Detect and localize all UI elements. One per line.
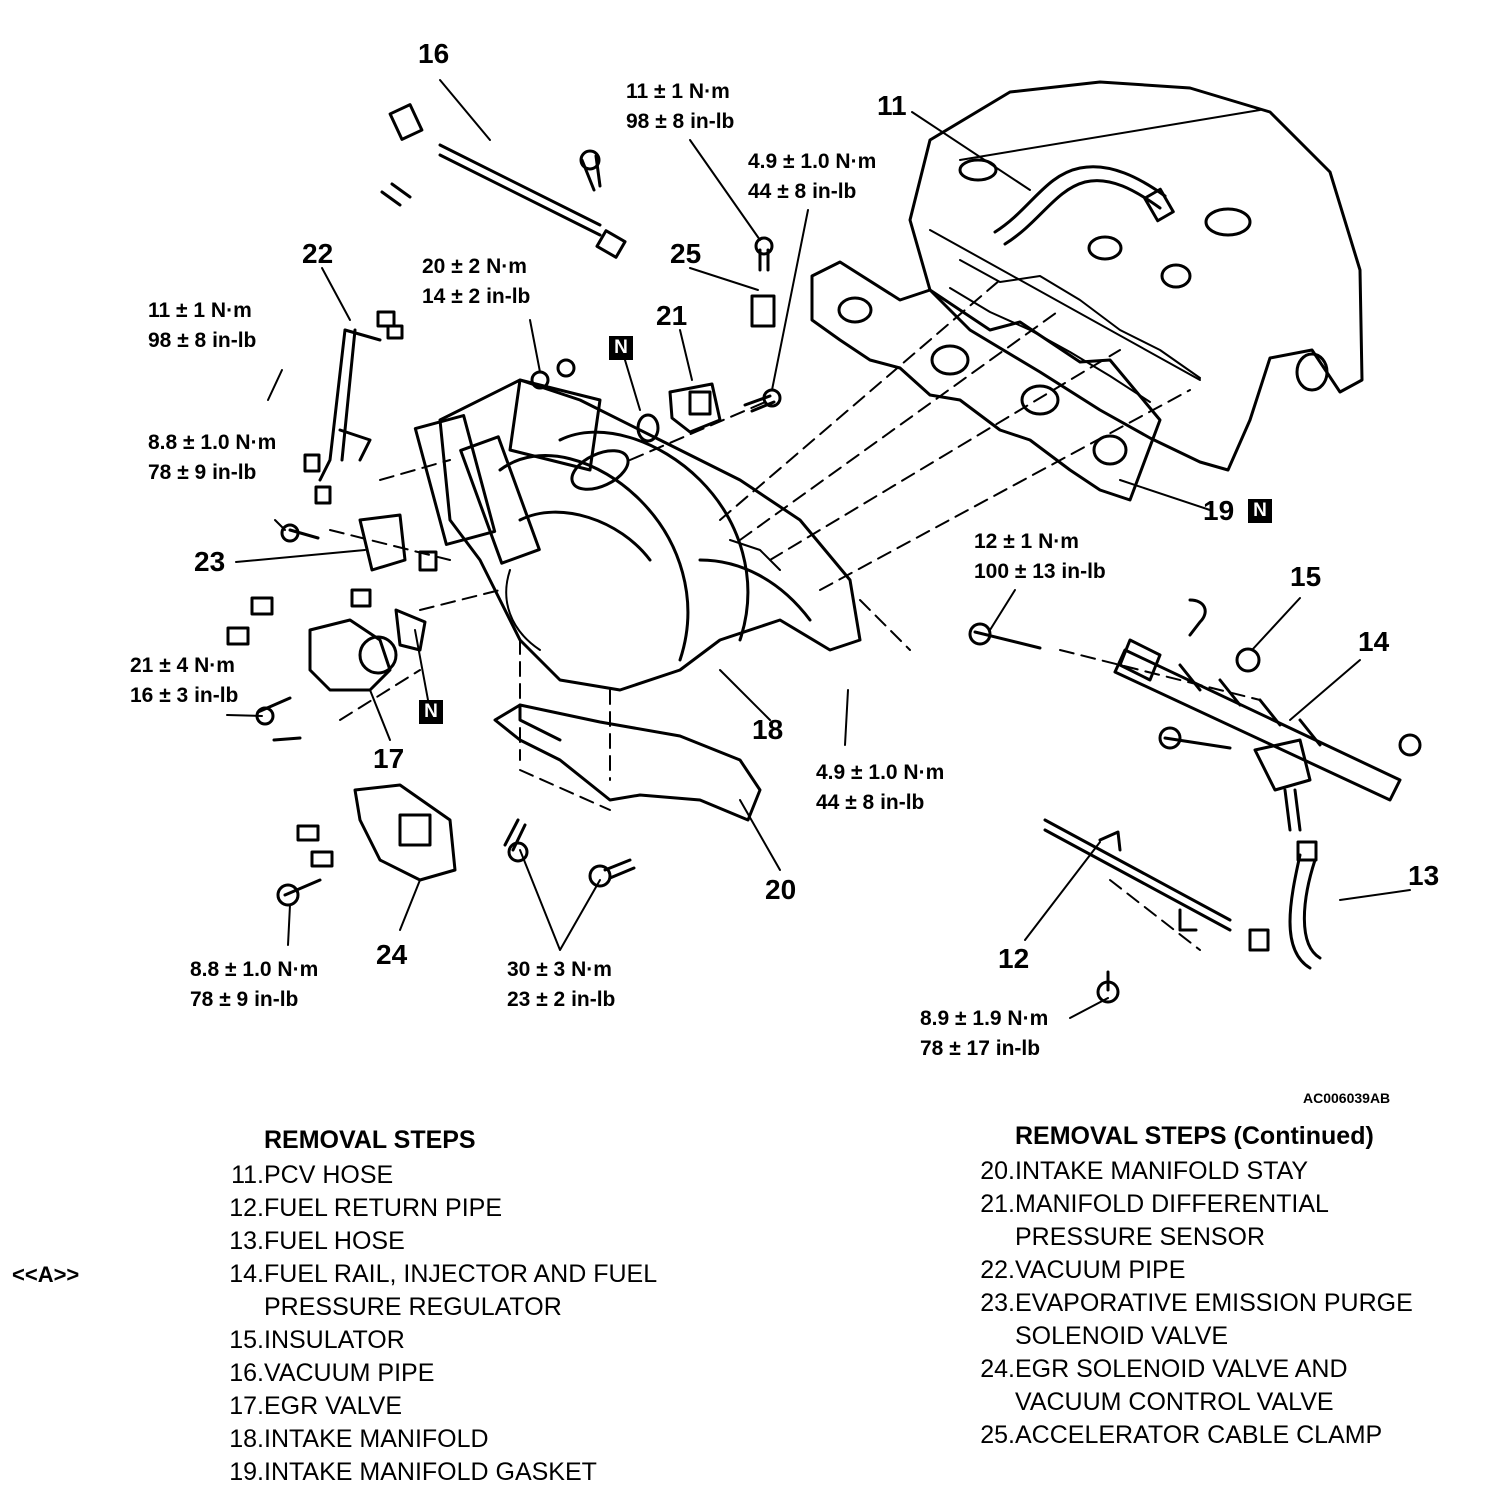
removal-steps-list: REMOVAL STEPS 11. PCV HOSE 12. FUEL RETU… — [216, 1124, 657, 1489]
removal-steps-continued-list: REMOVAL STEPS (Continued) 20. INTAKE MAN… — [967, 1120, 1413, 1452]
callout-20: 20 — [765, 874, 797, 905]
removal-steps-continued-heading: REMOVAL STEPS (Continued) — [1015, 1122, 1374, 1150]
throttle-body-drawing — [413, 358, 660, 546]
list-item: 16. VACUUM PIPE — [229, 1359, 435, 1387]
alignment-lines — [329, 279, 1261, 951]
fuel-rail-drawing — [968, 598, 1422, 832]
figure-id: AC006039AB — [1303, 1090, 1391, 1106]
purge-solenoid-drawing — [280, 513, 438, 608]
callout-17: 17 — [373, 743, 405, 774]
removal-steps-heading: REMOVAL STEPS — [264, 1126, 476, 1154]
fuel-hose-drawing — [1248, 840, 1322, 970]
callout-16: 16 — [418, 38, 450, 69]
list-item: 15. INSULATOR — [229, 1326, 405, 1354]
n-marker-icon: N — [1248, 499, 1272, 523]
manifold-stay-drawing — [493, 703, 762, 888]
n-marker-icon: N — [609, 336, 633, 360]
list-item: 25. ACCELERATOR CABLE CLAMP — [980, 1421, 1383, 1449]
pressure-sensor-drawing — [668, 382, 722, 434]
intake-manifold-gasket-drawing — [810, 260, 1162, 502]
callout-22: 22 — [302, 238, 334, 269]
service-point-marker: <<A>> — [12, 1262, 80, 1287]
list-item: 19. INTAKE MANIFOLD GASKET — [229, 1458, 597, 1486]
list-item: 12. FUEL RETURN PIPE — [229, 1194, 503, 1222]
leader-lines — [226, 79, 1411, 1019]
callout-15: 15 — [1290, 561, 1322, 592]
vacuum-pipe-22-drawing — [303, 310, 404, 505]
list-item: 18. INTAKE MANIFOLD — [229, 1425, 489, 1453]
callout-24: 24 — [376, 939, 408, 970]
callout-23: 23 — [194, 546, 226, 577]
intake-manifold-drawing — [438, 378, 862, 692]
callout-21: 21 — [656, 300, 688, 331]
egr-valve-drawing — [226, 596, 427, 742]
fuel-return-pipe-drawing — [1043, 818, 1232, 1004]
list-item: 13. FUEL HOSE — [229, 1227, 405, 1255]
list-item: 17. EGR VALVE — [229, 1392, 403, 1420]
n-marker-icon: N — [419, 700, 443, 724]
callout-14: 14 — [1358, 626, 1390, 657]
list-item: 20. INTAKE MANIFOLD STAY — [980, 1157, 1309, 1185]
vacuum-pipe-16-drawing — [380, 103, 627, 259]
callout-13: 13 — [1408, 860, 1440, 891]
callout-19: 19 — [1203, 495, 1235, 526]
exploded-view-diagram — [226, 79, 1422, 1019]
list-item: 22. VACUUM PIPE — [980, 1256, 1186, 1284]
egr-solenoid-drawing — [276, 783, 457, 907]
list-item: 11. PCV HOSE — [231, 1161, 394, 1189]
callout-18: 18 — [752, 714, 784, 745]
callout-11: 11 — [877, 90, 907, 121]
callout-12: 12 — [998, 943, 1030, 974]
pcv-hose-drawing — [993, 165, 1175, 246]
callout-25: 25 — [670, 238, 702, 269]
cable-clamp-drawing — [743, 236, 782, 413]
